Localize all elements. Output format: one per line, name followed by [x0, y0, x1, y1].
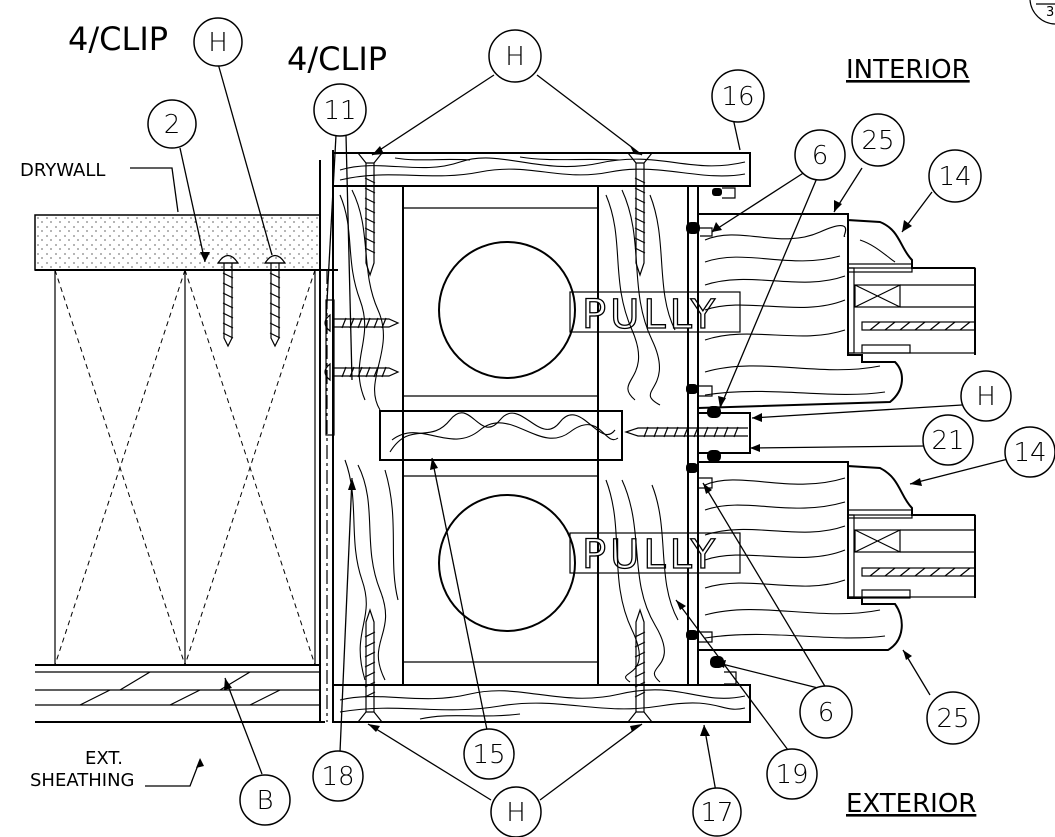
svg-text:25: 25: [861, 126, 894, 156]
callout-h-top: H: [488, 29, 542, 83]
callout-19: 19: [766, 748, 818, 800]
callout-18: 18: [312, 750, 364, 802]
callout-h-clip: H: [193, 17, 243, 67]
upper-sash-25: [697, 213, 976, 409]
clip-note-left: 4/CLIP: [68, 20, 168, 58]
stud-cavity: [54, 269, 316, 666]
callout-16: 16: [711, 69, 765, 123]
svg-text:6: 6: [818, 698, 835, 728]
callout-25-top: 25: [851, 113, 905, 167]
ext-sheathing-layer: [35, 664, 325, 723]
interior-label: INTERIOR: [846, 55, 970, 85]
clip-note-right: 4/CLIP: [287, 40, 387, 78]
callout-25-bottom: 25: [926, 691, 980, 745]
jamb-screws: [324, 152, 748, 723]
drywall-layer: [34, 214, 321, 271]
svg-text:16: 16: [721, 82, 754, 112]
svg-text:H: H: [505, 42, 525, 72]
callout-15: 15: [463, 728, 515, 780]
callout-17: 17: [692, 787, 742, 837]
callout-2: 2: [147, 99, 197, 149]
svg-text:19: 19: [775, 760, 808, 790]
callout-bubbles: H 2 11 H 16 6 25 14 H 21 14 6 25 15 18 B…: [147, 17, 1055, 837]
pulley-top: [438, 241, 576, 379]
head-board-16: [332, 152, 751, 187]
callout-h-right: H: [960, 370, 1012, 422]
pulley-bottom: [438, 494, 576, 632]
callout-b: B: [239, 774, 291, 826]
wood-grain: [339, 156, 746, 720]
svg-text:H: H: [208, 28, 228, 58]
ext-label: EXT.: [85, 748, 123, 769]
svg-text:H: H: [976, 382, 996, 412]
callout-14-mid: 14: [1004, 426, 1055, 478]
callout-h-bottom: H: [490, 786, 542, 837]
exterior-label: EXTERIOR: [846, 789, 976, 819]
drywall-label: DRYWALL: [20, 160, 105, 181]
parting-bead-15: [379, 410, 623, 461]
pully-label-bottom: PULLY: [582, 532, 719, 578]
svg-text:6: 6: [812, 141, 829, 171]
weatherstrips: [686, 187, 737, 685]
svg-text:17: 17: [700, 798, 733, 828]
sheathing-label: SHEATHING: [30, 770, 135, 791]
svg-text:18: 18: [321, 762, 354, 792]
svg-text:11: 11: [323, 96, 356, 126]
svg-text:15: 15: [472, 740, 505, 770]
sheet-reference-number: 3: [1046, 5, 1054, 20]
pully-label-top: PULLY: [582, 292, 719, 338]
svg-text:2: 2: [164, 110, 181, 140]
svg-text:H: H: [506, 798, 526, 828]
wall-assembly: [34, 150, 338, 723]
side-jamb-18: [332, 185, 404, 686]
callout-14-top: 14: [928, 149, 982, 203]
callout-6-top: 6: [794, 129, 846, 181]
svg-text:21: 21: [931, 426, 964, 456]
center-stop-21: [697, 412, 751, 454]
lower-sash-25: [697, 461, 976, 651]
callout-21: 21: [922, 414, 974, 466]
svg-text:14: 14: [1013, 438, 1046, 468]
callout-6-bottom: 6: [799, 685, 853, 739]
sill-board-17: [332, 684, 751, 723]
leader-lines: [130, 59, 1013, 801]
drywall-screws: [216, 254, 287, 348]
svg-text:25: 25: [936, 704, 969, 734]
svg-text:B: B: [256, 786, 273, 816]
sheet-reference-mark: 3: [1029, 0, 1055, 25]
callout-11: 11: [313, 83, 367, 137]
sashes: [697, 213, 976, 651]
svg-text:14: 14: [938, 162, 971, 192]
